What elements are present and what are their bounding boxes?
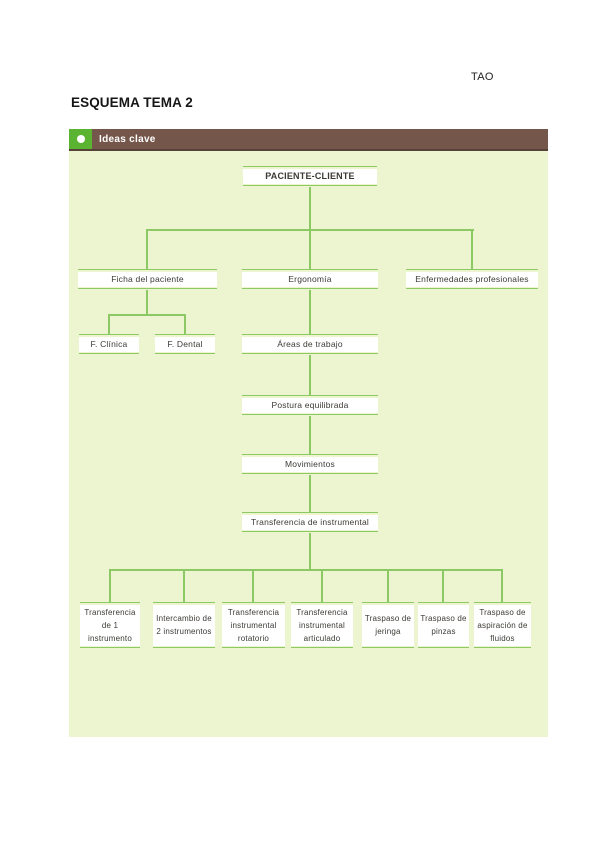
connector-line — [309, 533, 311, 569]
connector-line — [109, 569, 503, 571]
connector-line — [252, 569, 254, 602]
bullet-icon — [69, 129, 92, 149]
node-paciente-cliente: PACIENTE-CLIENTE — [243, 166, 377, 186]
node-transferencia-1-instrumento: Transferencia de 1 instrumento — [80, 602, 140, 648]
corner-label: TAO — [471, 71, 494, 83]
node-label: Ergonomía — [242, 271, 378, 287]
node-label: Enfermedades profesionales — [406, 271, 538, 287]
node-label: Traspaso de aspiración de fluidos — [474, 604, 531, 646]
connector-line — [501, 569, 503, 602]
node-label: F. Dental — [155, 336, 215, 352]
connector-line — [309, 355, 311, 395]
connector-line — [108, 314, 186, 316]
connector-line — [309, 290, 311, 334]
node-intercambio-2-instrumentos: Intercambio de 2 instrumentos — [153, 602, 215, 648]
connector-line — [109, 569, 111, 602]
connector-line — [321, 569, 323, 602]
node-label: Áreas de trabajo — [242, 336, 378, 352]
node-label: Ficha del paciente — [78, 271, 217, 287]
node-postura-equilibrada: Postura equilibrada — [242, 395, 378, 415]
node-areas-de-trabajo: Áreas de trabajo — [242, 334, 378, 354]
node-traspaso-de-jeringa: Traspaso de jeringa — [362, 602, 414, 648]
node-ergonomia: Ergonomía — [242, 269, 378, 289]
node-label: Postura equilibrada — [242, 397, 378, 413]
connector-line — [183, 569, 185, 602]
node-transferencia-instrumental-rotatorio: Transferencia instrumental rotatorio — [222, 602, 285, 648]
node-enfermedades-profesionales: Enfermedades profesionales — [406, 269, 538, 289]
diagram-panel: PACIENTE-CLIENTE Ficha del paciente Ergo… — [69, 151, 548, 737]
node-ficha-del-paciente: Ficha del paciente — [78, 269, 217, 289]
node-label: Movimientos — [242, 456, 378, 472]
node-label: Transferencia de instrumental — [242, 514, 378, 530]
node-label: Traspaso de jeringa — [362, 604, 414, 646]
dot-icon — [76, 135, 85, 143]
connector-line — [471, 229, 473, 269]
connector-line — [387, 569, 389, 602]
node-label: F. Clínica — [79, 336, 139, 352]
node-label: Transferencia de 1 instrumento — [80, 604, 140, 646]
node-label: Traspaso de pinzas — [418, 604, 469, 646]
connector-line — [146, 229, 148, 269]
node-label: Transferencia instrumental rotatorio — [222, 604, 285, 646]
node-label: Intercambio de 2 instrumentos — [153, 604, 215, 646]
connector-line — [309, 475, 311, 512]
connector-line — [108, 314, 110, 334]
node-traspaso-aspiracion-fluidos: Traspaso de aspiración de fluidos — [474, 602, 531, 648]
connector-line — [309, 187, 311, 229]
connector-line — [309, 229, 311, 269]
section-header-label: Ideas clave — [99, 133, 156, 145]
connector-line — [146, 290, 148, 314]
connector-line — [184, 314, 186, 334]
node-label: PACIENTE-CLIENTE — [243, 168, 377, 184]
node-transferencia-instrumental-articulado: Transferencia instrumental articulado — [291, 602, 353, 648]
node-movimientos: Movimientos — [242, 454, 378, 474]
node-transferencia-de-instrumental: Transferencia de instrumental — [242, 512, 378, 532]
page-title: ESQUEMA TEMA 2 — [71, 95, 193, 110]
node-f-dental: F. Dental — [155, 334, 215, 354]
node-traspaso-de-pinzas: Traspaso de pinzas — [418, 602, 469, 648]
node-label: Transferencia instrumental articulado — [291, 604, 353, 646]
connector-line — [442, 569, 444, 602]
section-header-bar: Ideas clave — [69, 129, 548, 151]
connector-line — [309, 416, 311, 454]
node-f-clinica: F. Clínica — [79, 334, 139, 354]
